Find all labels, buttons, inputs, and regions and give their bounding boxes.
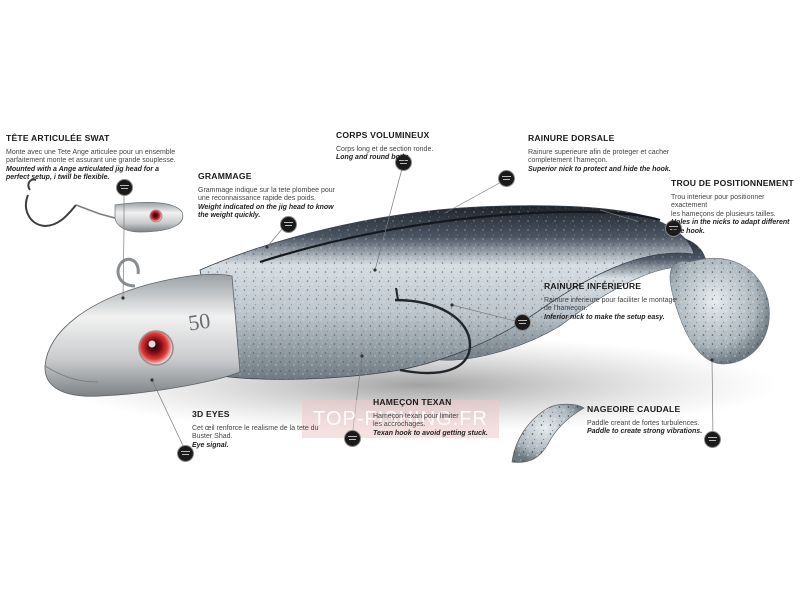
- callout-text-fr: Cet œil renforce le realisme de la tete …: [192, 424, 319, 432]
- callout-trou: TROU DE POSITIONNEMENT Trou interieur pou…: [671, 179, 799, 237]
- watermark: TOP-FISHING.FR: [302, 400, 499, 438]
- callout-text-fr: Monte avec une Tete Ange articulee pour …: [6, 148, 176, 156]
- callout-title: HAMEÇON TEXAN: [373, 397, 452, 407]
- badge-inferieure: [515, 315, 530, 330]
- callout-title: RAINURE DORSALE: [528, 133, 615, 143]
- badge-corps: [396, 155, 411, 170]
- callout-text-fr: Rainure inferieure pour faciliter le mon…: [544, 296, 677, 304]
- callout-text-en: Mounted with a Ange articulated jig head…: [6, 165, 159, 173]
- callout-grammage: GRAMMAGE Grammage indique sur la tete plo…: [198, 172, 338, 221]
- badge-trou: [666, 221, 681, 236]
- callout-text-fr: Rainure superieure afin de proteger et c…: [528, 148, 670, 156]
- callout-title: 3D EYES: [192, 409, 230, 419]
- callout-text-fr: les accrochages.: [373, 421, 426, 429]
- badge-caudale: [705, 432, 720, 447]
- callout-eyes: 3D EYES Cet œil renforce le realisme de l…: [192, 410, 342, 450]
- callout-tete: TÊTE ARTICULÉE SWAT Monte avec une Tete A…: [6, 134, 191, 183]
- callout-dorsale: RAINURE DORSALE Rainure superieure afin d…: [528, 134, 688, 174]
- callout-text-fr: completement l'hameçon.: [528, 157, 608, 165]
- callout-corps: CORPS VOLUMINEUX Corps long et de section…: [336, 131, 466, 163]
- badge-dorsale: [499, 171, 514, 186]
- callout-text-en: Inferior nick to make the setup easy.: [544, 313, 665, 321]
- badge-eyes: [178, 446, 193, 461]
- callout-text-fr: de l'hameçon.: [544, 305, 588, 313]
- callout-title: RAINURE INFÉRIEURE: [544, 281, 642, 291]
- callout-text-fr: Trou interieur pour positionner exacteme…: [671, 193, 765, 210]
- callout-text-en: Texan hook to avoid getting stuck.: [373, 429, 488, 437]
- callout-text-fr: les hameçons de plusieurs tailles.: [671, 210, 776, 218]
- callout-text-fr: Hameçon texan pour limiter: [373, 412, 459, 420]
- callout-title: TÊTE ARTICULÉE SWAT: [6, 133, 110, 143]
- callout-text-fr: Grammage indique sur la tete plombee pou…: [198, 186, 335, 194]
- callout-inferieure: RAINURE INFÉRIEURE Rainure inferieure pou…: [544, 282, 694, 322]
- badge-texan: [345, 431, 360, 446]
- callout-text-en: Long and round body.: [336, 154, 410, 162]
- callout-title: TROU DE POSITIONNEMENT: [671, 178, 794, 188]
- callout-title: NAGEOIRE CAUDALE: [587, 404, 681, 414]
- callout-text-en: Eye signal.: [192, 441, 229, 449]
- callout-text-fr: parfaitement monte et assurant une grand…: [6, 157, 176, 165]
- callout-text-fr: une reconnaissance rapide des poids.: [198, 195, 316, 203]
- callout-text-en: perfect setup, i twill be flexible.: [6, 174, 110, 182]
- callout-text-fr: Paddle creant de fortes turbulences.: [587, 419, 700, 427]
- callout-text-en: Holes in the nicks to adapt different: [671, 219, 790, 227]
- badge-grammage: [281, 217, 296, 232]
- callout-text-en: size hook.: [671, 227, 705, 235]
- callout-caudale: NAGEOIRE CAUDALE Paddle creant de fortes …: [587, 405, 727, 437]
- callout-text-fr: Corps long et de section ronde.: [336, 145, 434, 153]
- callout-text-en: Superior nick to protect and hide the ho…: [528, 165, 671, 173]
- callout-text-en: Paddle to create strong vibrations.: [587, 428, 703, 436]
- callout-title: GRAMMAGE: [198, 171, 252, 181]
- weight-mark: 50: [187, 308, 212, 336]
- callout-title: CORPS VOLUMINEUX: [336, 130, 430, 140]
- callout-text-en: Weight indicated on the jig head to know: [198, 203, 334, 211]
- callout-text-fr: Buster Shad.: [192, 433, 233, 441]
- callout-text-en: the weight quickly.: [198, 212, 261, 220]
- badge-tete: [117, 180, 132, 195]
